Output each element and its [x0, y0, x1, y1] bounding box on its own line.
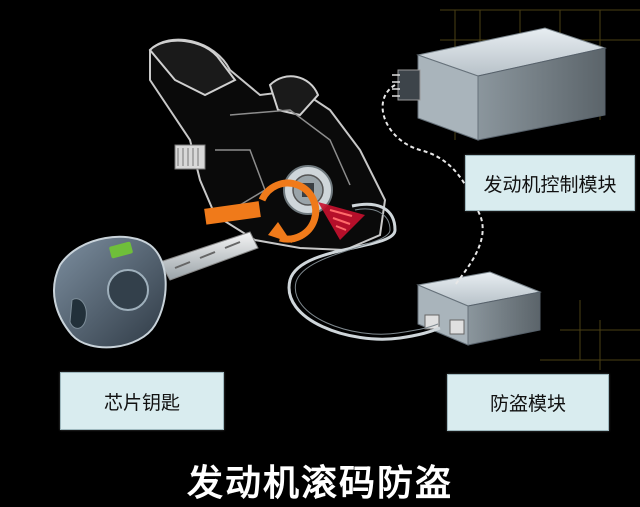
reader-signal — [318, 202, 365, 240]
engine-control-module-box — [392, 27, 607, 141]
chip-key — [53, 231, 259, 349]
rotation-arrow-icon — [204, 179, 320, 243]
immobilizer-module-box — [416, 271, 542, 346]
immobilizer-module-label: 防盗模块 — [447, 374, 609, 431]
diagram-title-banner: 发动机滚码防盗 — [0, 452, 640, 507]
engine-control-module-label: 发动机控制模块 — [465, 155, 635, 211]
wiring — [287, 84, 484, 341]
chip-key-label: 芯片钥匙 — [60, 372, 224, 430]
